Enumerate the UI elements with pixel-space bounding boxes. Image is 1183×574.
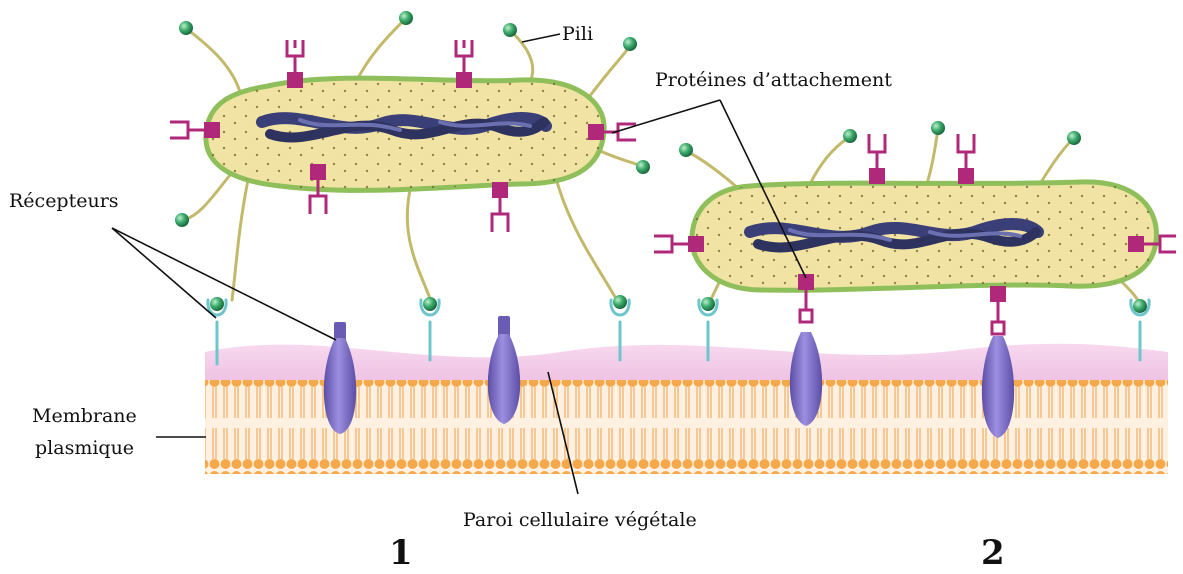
attachment-protein	[287, 40, 303, 88]
membrane-receptor	[790, 332, 822, 426]
attachment-protein	[654, 236, 704, 252]
attachment-protein-bound	[798, 274, 814, 322]
attachment-protein-bound	[990, 286, 1006, 334]
attachment-leader-1	[612, 100, 720, 133]
bacterium-2	[654, 121, 1176, 334]
membrane-receptor	[324, 322, 356, 434]
attachment-proteins-label: Protéines d’attachement	[655, 69, 892, 91]
membrane-label-line2: plasmique	[35, 437, 134, 459]
pili-label: Pili	[562, 23, 593, 45]
membrane-receptor	[488, 316, 520, 424]
attachment-protein	[170, 122, 220, 138]
receptor-leader-2	[112, 228, 336, 340]
panel-number-2: 2	[981, 533, 1005, 573]
attachment-protein	[588, 124, 636, 140]
pili-leader	[522, 34, 560, 42]
membrane-label-line1: Membrane	[32, 405, 137, 427]
attachment-protein	[492, 182, 508, 232]
receptors-label: Récepteurs	[9, 190, 119, 212]
attachment-protein	[456, 40, 472, 88]
panel-number-1: 1	[389, 533, 413, 573]
bacterium-1	[170, 11, 650, 311]
attachment-protein	[869, 134, 885, 184]
attachment-protein	[958, 134, 974, 184]
plant-cell-wall-label: Paroi cellulaire végétale	[463, 509, 697, 531]
